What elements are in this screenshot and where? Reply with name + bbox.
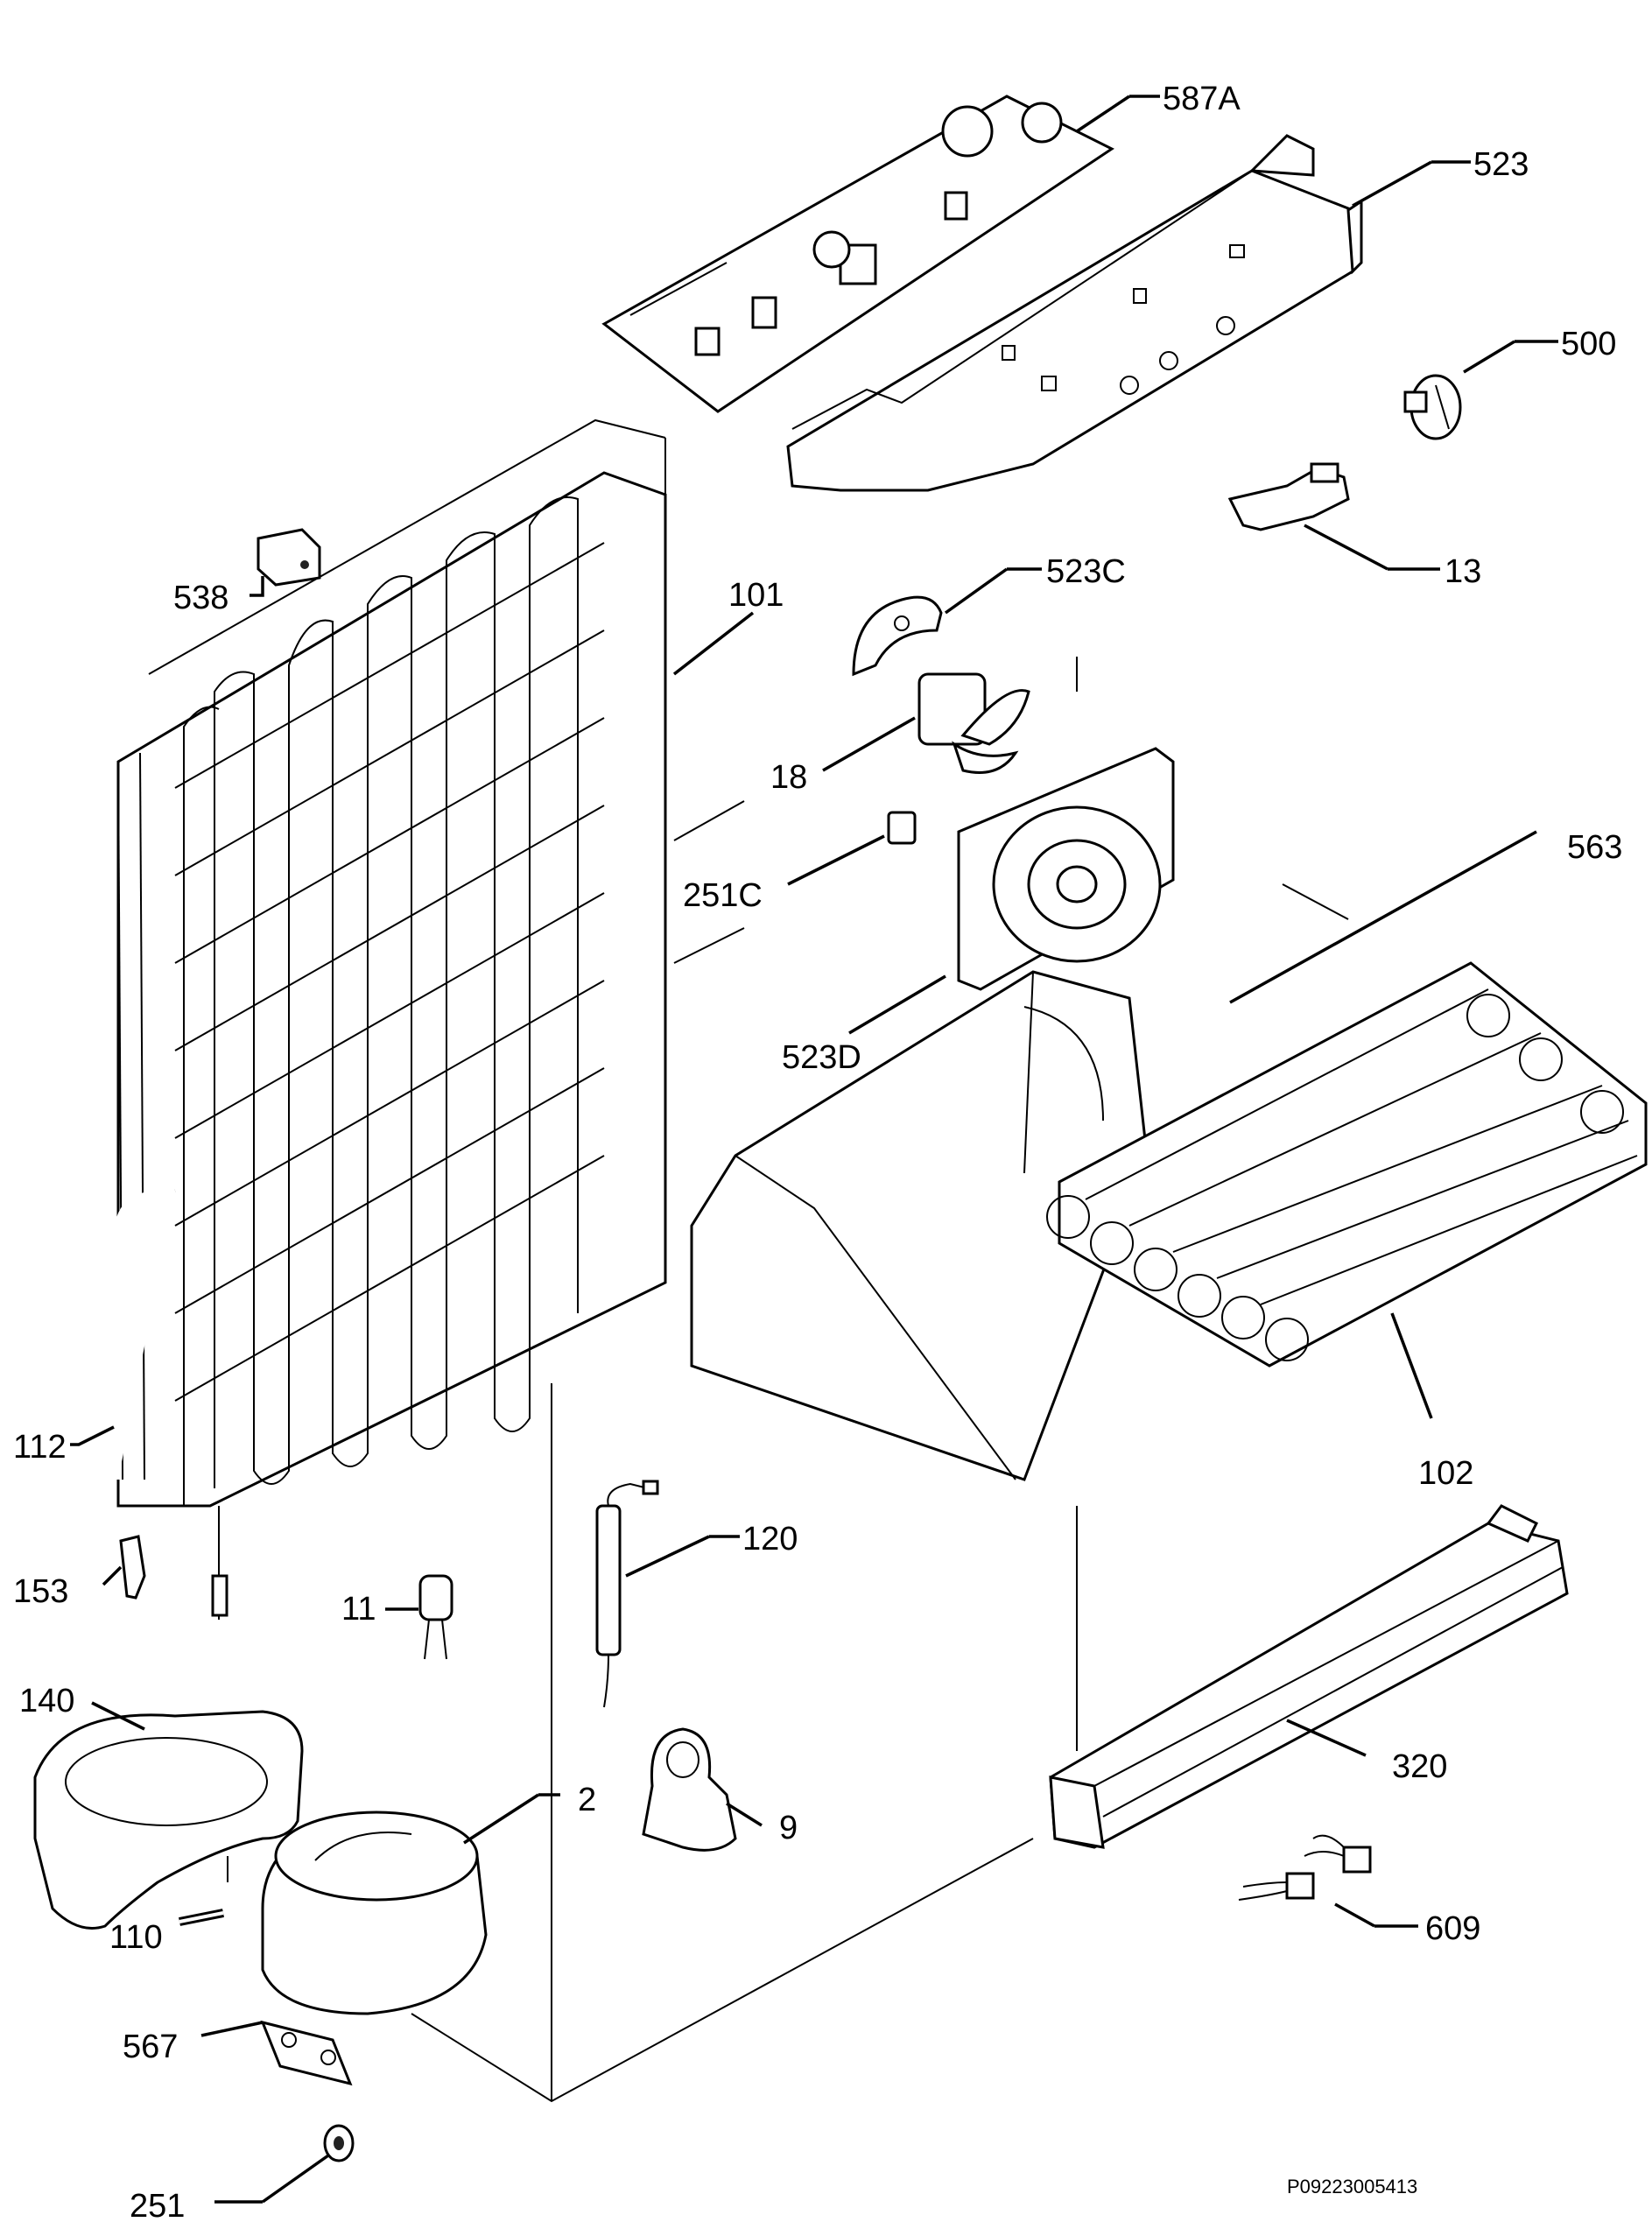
condenser-fins — [174, 542, 605, 1402]
label-523d: 523D — [782, 1039, 861, 1076]
label-2: 2 — [578, 1782, 596, 1818]
part-153-clip[interactable] — [119, 1535, 146, 1600]
part-11-capacitor[interactable] — [418, 1574, 453, 1660]
part-587a-control-board[interactable] — [601, 95, 1114, 413]
label-9: 9 — [779, 1810, 798, 1846]
part-563-evaporator-cover[interactable] — [690, 883, 1349, 1481]
label-18: 18 — [770, 759, 807, 796]
part-523c-bracket[interactable] — [852, 595, 943, 677]
label-251: 251 — [130, 2188, 185, 2222]
part-13-clip[interactable] — [1227, 462, 1350, 531]
label-587a: 587A — [1163, 81, 1241, 117]
part-251-foot[interactable] — [323, 2124, 355, 2162]
part-110-pin[interactable] — [179, 1909, 224, 1926]
label-153: 153 — [13, 1573, 68, 1610]
label-120: 120 — [742, 1521, 798, 1558]
part-140-drip-tray[interactable] — [33, 1710, 304, 1930]
part-102-evaporator[interactable] — [1046, 961, 1648, 1368]
part-101-condenser[interactable] — [116, 471, 667, 1620]
part-251c-cube[interactable] — [887, 811, 917, 845]
label-101: 101 — [728, 577, 784, 614]
label-567: 567 — [123, 2029, 178, 2065]
part-523d-fan-shroud[interactable] — [957, 747, 1175, 991]
diagram-reference-code: P09223005413 — [1287, 2176, 1417, 2197]
label-112: 112 — [13, 1429, 67, 1466]
label-11: 11 — [341, 1591, 376, 1628]
part-500-knob[interactable] — [1403, 374, 1462, 440]
part-609-wiring-harness[interactable] — [1238, 1834, 1372, 1901]
evaporator-coils — [1046, 988, 1638, 1361]
label-140: 140 — [19, 1683, 74, 1719]
part-112-drier[interactable] — [115, 1187, 176, 1480]
part-120-sensor[interactable] — [595, 1480, 659, 1708]
label-538: 538 — [173, 580, 228, 616]
part-2-compressor[interactable] — [260, 1811, 488, 2086]
label-609: 609 — [1425, 1910, 1480, 1947]
label-523: 523 — [1473, 146, 1529, 183]
label-523c: 523C — [1046, 553, 1126, 590]
label-251c: 251C — [683, 877, 763, 914]
part-523-control-housing[interactable] — [786, 134, 1363, 492]
label-13: 13 — [1445, 553, 1481, 590]
part-320-front-rail[interactable] — [1049, 1504, 1569, 1849]
part-9-starter-relay[interactable] — [642, 1727, 737, 1852]
part-538-block[interactable] — [257, 528, 321, 587]
label-102: 102 — [1418, 1455, 1473, 1492]
label-320: 320 — [1392, 1748, 1447, 1785]
label-563: 563 — [1567, 829, 1622, 866]
label-110: 110 — [109, 1919, 163, 1956]
part-18-fan-motor[interactable] — [917, 672, 1030, 774]
label-500: 500 — [1561, 326, 1616, 362]
